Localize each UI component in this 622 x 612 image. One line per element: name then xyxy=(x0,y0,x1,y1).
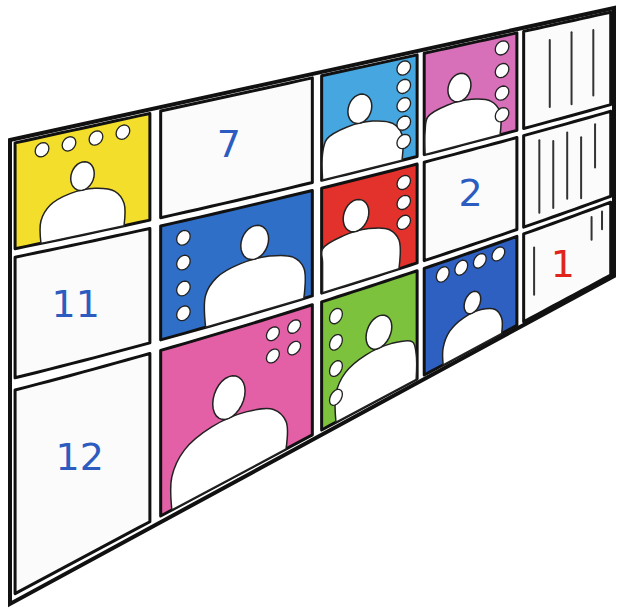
scan-line xyxy=(591,217,593,240)
scan-line xyxy=(580,137,582,198)
indicator-dot xyxy=(89,131,103,145)
scan-line xyxy=(601,211,603,229)
scan-line xyxy=(552,141,554,208)
indicator-dot xyxy=(397,175,410,189)
scan-line xyxy=(571,32,573,104)
panel-outline xyxy=(322,164,417,293)
panel-number: 12 xyxy=(56,438,104,476)
person-head xyxy=(343,199,369,231)
screen-panel xyxy=(15,228,150,377)
person-body xyxy=(40,188,125,243)
indicator-dot xyxy=(495,41,509,55)
person-head xyxy=(71,162,95,191)
indicator-dot xyxy=(397,215,410,229)
indicator-dot xyxy=(330,308,343,323)
screen-panel xyxy=(424,33,517,155)
screen-panel xyxy=(322,164,418,293)
indicator-dot xyxy=(397,116,411,130)
indicator-dot xyxy=(266,327,279,341)
indicator-dot xyxy=(397,195,410,209)
indicator-dot xyxy=(436,267,449,282)
screen-panel xyxy=(524,12,611,128)
screen-panel xyxy=(322,55,417,180)
indicator-dot xyxy=(397,61,411,75)
screen-panel xyxy=(15,113,150,248)
indicator-dot xyxy=(116,125,130,139)
person-head xyxy=(241,225,269,259)
screen-panel xyxy=(15,353,150,593)
scan-line xyxy=(594,124,596,167)
indicator-dot xyxy=(495,108,509,122)
scan-line xyxy=(592,30,594,95)
panel-outline xyxy=(15,113,150,248)
scan-line xyxy=(533,247,535,294)
panel-outline xyxy=(15,228,150,377)
wall-frame xyxy=(10,8,614,604)
indicator-dot xyxy=(266,349,279,363)
panel-outline xyxy=(524,12,611,128)
indicator-dot xyxy=(330,335,343,351)
scan-line xyxy=(538,140,540,212)
scan-line xyxy=(549,40,551,107)
panel-outline xyxy=(15,353,150,593)
person-head xyxy=(348,94,372,123)
person-body xyxy=(335,341,417,423)
indicator-dot xyxy=(62,137,76,151)
indicator-dot xyxy=(397,134,411,148)
panel-outline xyxy=(424,236,517,375)
panel-number: 11 xyxy=(52,285,100,323)
person-head xyxy=(464,291,481,313)
panel-number: 7 xyxy=(217,125,241,163)
panel-outline xyxy=(424,33,517,155)
indicator-dot xyxy=(397,98,411,112)
indicator-dot xyxy=(177,306,191,321)
person-head xyxy=(448,73,471,102)
indicator-dot xyxy=(177,281,191,296)
indicator-dot xyxy=(288,320,301,333)
screen-panel xyxy=(161,305,313,516)
indicator-dot xyxy=(288,341,301,354)
indicator-dot xyxy=(177,230,191,245)
panel-outline xyxy=(524,202,611,322)
indicator-dot xyxy=(397,79,411,93)
screen-panel xyxy=(524,202,611,322)
panel-number: 2 xyxy=(458,174,482,212)
person-body xyxy=(171,408,288,510)
panel-outline xyxy=(161,305,313,516)
indicator-dot xyxy=(35,143,49,157)
indicator-dot xyxy=(473,254,486,268)
indicator-dot xyxy=(492,247,505,261)
person-head xyxy=(366,315,392,349)
indicator-dot xyxy=(495,63,509,77)
scan-line xyxy=(566,132,568,198)
panel-outline xyxy=(322,55,417,180)
person-body xyxy=(443,308,503,364)
indicator-dot xyxy=(495,86,509,100)
indicator-dot xyxy=(330,361,343,377)
screen-panel xyxy=(424,236,517,375)
screen-panel xyxy=(322,271,417,430)
person-head xyxy=(213,376,245,420)
indicator-dot xyxy=(330,389,343,405)
panel-outline xyxy=(322,271,417,430)
indicator-dot xyxy=(177,255,191,270)
indicator-dot xyxy=(455,260,468,275)
panel-number: 1 xyxy=(551,245,575,283)
